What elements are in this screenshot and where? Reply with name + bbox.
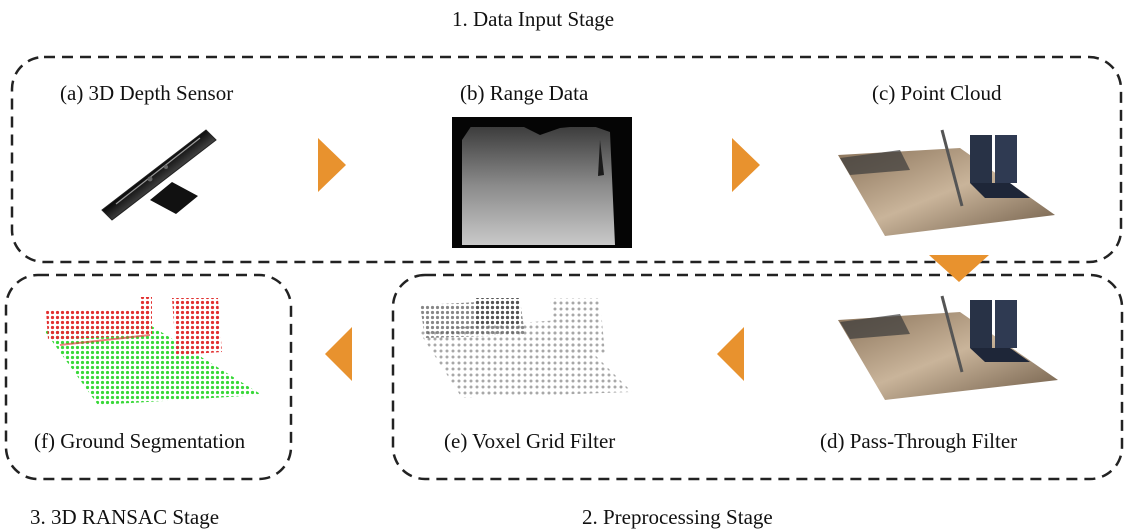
- stage-title-ransac: 3. 3D RANSAC Stage: [30, 505, 220, 529]
- pass-through-image: [838, 295, 1058, 400]
- arrow-right-2: [732, 138, 760, 192]
- stage-box-ransac: [4, 273, 293, 481]
- stage-title-input: 1. Data Input Stage: [452, 7, 615, 31]
- range-data-image: [452, 117, 632, 248]
- arrow-right-1: [318, 138, 346, 192]
- depth-sensor-image: [101, 129, 217, 221]
- panel-label-point-cloud: (c) Point Cloud: [872, 81, 1002, 105]
- ground-segmentation-image: [44, 297, 262, 405]
- stage-box-preprocessing: [391, 273, 1124, 481]
- panel-label-pass-through: (d) Pass-Through Filter: [820, 429, 1018, 453]
- panel-label-depth-sensor: (a) 3D Depth Sensor: [60, 81, 234, 105]
- arrow-down: [929, 255, 989, 282]
- stage-box-input: [10, 55, 1123, 264]
- point-cloud-image: [838, 129, 1055, 236]
- voxel-grid-image: [418, 298, 632, 398]
- panel-label-range-data: (b) Range Data: [460, 81, 589, 105]
- panel-label-voxel-grid: (e) Voxel Grid Filter: [444, 429, 616, 453]
- arrow-left-1: [717, 327, 744, 381]
- stage-title-preprocessing: 2. Preprocessing Stage: [582, 505, 773, 529]
- arrow-left-2: [325, 327, 352, 381]
- panel-label-ground-seg: (f) Ground Segmentation: [34, 429, 246, 453]
